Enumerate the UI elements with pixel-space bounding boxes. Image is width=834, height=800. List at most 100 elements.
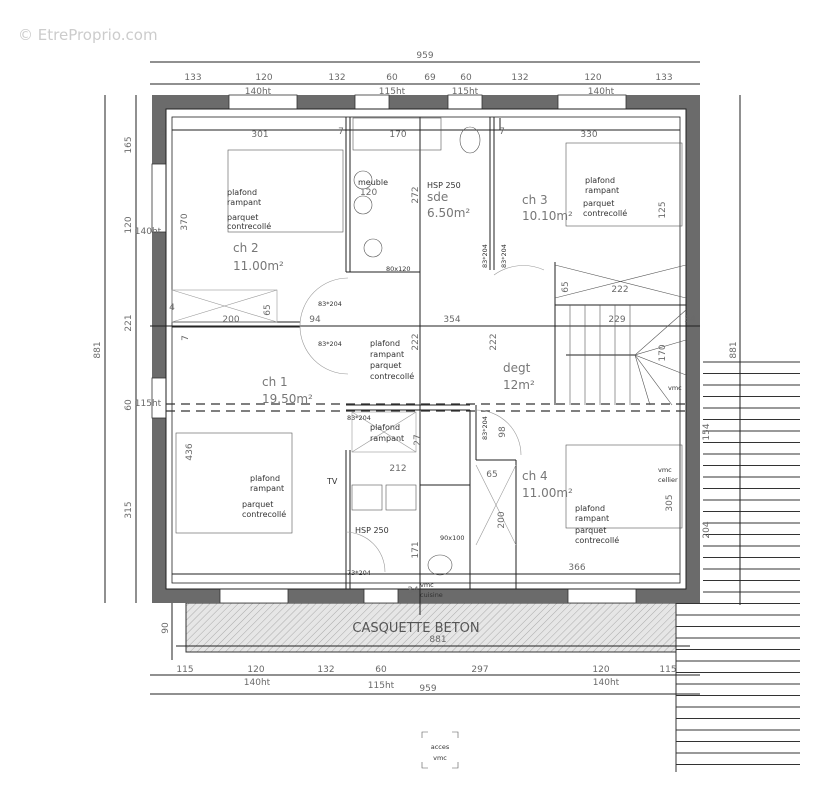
dim: 7 [499, 127, 505, 137]
note: parquet [575, 526, 606, 535]
dim: 165 [124, 136, 134, 153]
dim: 170 [389, 130, 406, 140]
dim: 98 [498, 426, 508, 438]
dim: 132 [317, 665, 334, 675]
dim: 115 [659, 665, 676, 675]
sde-hsp: HSP 250 [427, 181, 461, 190]
room-area-ch4: 11.00m² [522, 486, 573, 500]
window [447, 94, 483, 110]
note: meuble [358, 178, 388, 187]
beds [175, 117, 683, 576]
dimension-lines [104, 61, 741, 695]
note: plafond [250, 474, 280, 483]
note: parquet [370, 361, 401, 370]
room-name-ch2: ch 2 [233, 241, 259, 255]
note: 120 [360, 188, 377, 198]
wardrobes [171, 289, 517, 546]
door-size: 83*204 [500, 244, 508, 268]
note: vmc [433, 754, 447, 762]
dim: 27 [413, 434, 423, 445]
dim: 436 [185, 443, 195, 460]
dim: 305 [665, 494, 675, 511]
note: parquet [242, 500, 273, 509]
dim-total: 959 [419, 684, 436, 694]
door-size: 83*204 [318, 300, 342, 308]
room-area-ch1: 19.50m² [262, 392, 313, 406]
note: plafond [575, 504, 605, 513]
note: cuisine [420, 591, 443, 599]
dim: 65 [561, 281, 571, 292]
dim: 7 [338, 127, 344, 137]
door-swings [299, 265, 545, 573]
dim: 3 [160, 128, 166, 138]
window-height: 140ht [244, 678, 271, 688]
tv-label: TV [326, 477, 338, 486]
room-area-ch2: 11.00m² [233, 259, 284, 273]
dim-total: 881 [729, 341, 739, 358]
dim: 297 [471, 665, 488, 675]
bed-ch1 [175, 432, 293, 534]
room-name-degt: degt [503, 361, 531, 375]
note: vmc [658, 466, 672, 474]
staircase [554, 264, 687, 406]
terrace-decking [675, 361, 800, 772]
note: cellier [658, 476, 678, 484]
dim: 301 [251, 130, 268, 140]
window [567, 588, 637, 604]
door-size: 73*204 [347, 569, 371, 577]
dim: 222 [489, 333, 499, 350]
note: contrecollé [242, 509, 286, 519]
note: plafond [227, 188, 257, 197]
dim: 315 [124, 501, 134, 518]
window-height: 140ht [593, 678, 620, 688]
casquette-beton-slab [185, 602, 677, 653]
window-height: 115ht [452, 87, 479, 97]
dim: 120 [592, 665, 609, 675]
dim: 354 [443, 315, 460, 325]
dim: 120 [584, 73, 601, 83]
window-height: 140ht [588, 87, 615, 97]
bed-ch2 [227, 149, 344, 233]
note: parquet [227, 213, 258, 222]
dim: 34 [684, 315, 696, 325]
dim: 65 [486, 470, 497, 480]
exterior-walls [151, 94, 700, 604]
dim-total: 959 [416, 51, 433, 61]
bed-ch4 [565, 444, 683, 529]
note: vmc [420, 581, 434, 589]
dim: 120 [247, 665, 264, 675]
dim-total: 881 [93, 341, 103, 358]
annotations: plafond rampant parquet contrecollé plaf… [227, 176, 682, 599]
dim: 171 [411, 541, 421, 558]
dim: 221 [124, 314, 134, 331]
window [363, 588, 399, 604]
dim: 60 [124, 399, 134, 411]
note: plafond [370, 339, 400, 348]
window-height: 140ht [245, 87, 272, 97]
dim: 60 [375, 665, 387, 675]
dim: 222 [411, 333, 421, 350]
dim: 212 [389, 464, 406, 474]
dim: 133 [655, 73, 672, 83]
dim: 132 [511, 73, 528, 83]
note: contrecollé [583, 208, 627, 218]
dim: 60 [460, 73, 472, 83]
room-area-degt: 12m² [503, 378, 535, 392]
acces-vmc-marker: acces vmc [421, 731, 459, 769]
window-height: 115ht [135, 399, 162, 409]
dim: 94 [309, 315, 321, 325]
door-size: 83*204 [481, 244, 489, 268]
dim: 4 [169, 303, 175, 313]
dim: 90 [161, 622, 171, 634]
dim: 154 [702, 423, 712, 440]
note: rampant [585, 186, 619, 195]
dim: 125 [658, 201, 668, 218]
window [557, 94, 627, 110]
dim: 204 [702, 521, 712, 538]
note: rampant [227, 198, 261, 207]
dim: 7 [181, 335, 191, 341]
room-area-ch3: 10.10m² [522, 209, 573, 223]
note: rampant [370, 434, 404, 443]
window [219, 588, 289, 604]
